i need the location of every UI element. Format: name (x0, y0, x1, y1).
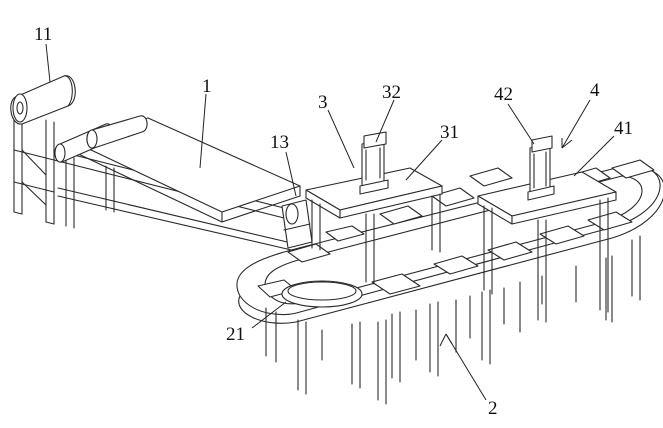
label-3: 3 (318, 92, 328, 113)
label-31: 31 (440, 122, 459, 143)
station-4 (477, 135, 617, 323)
reference-labels: 11 1 13 3 32 31 42 4 41 21 2 (34, 24, 633, 419)
label-13: 13 (270, 132, 289, 153)
label-42: 42 (494, 84, 513, 105)
label-32: 32 (382, 82, 401, 103)
label-2: 2 (488, 398, 498, 419)
leader-lines (45, 43, 615, 401)
label-11: 11 (34, 24, 52, 45)
label-1: 1 (202, 76, 212, 97)
label-41: 41 (614, 118, 633, 139)
label-21: 21 (226, 324, 245, 345)
station-3 (305, 131, 443, 285)
belt-conveyor (10, 75, 313, 253)
label-4: 4 (590, 80, 600, 101)
